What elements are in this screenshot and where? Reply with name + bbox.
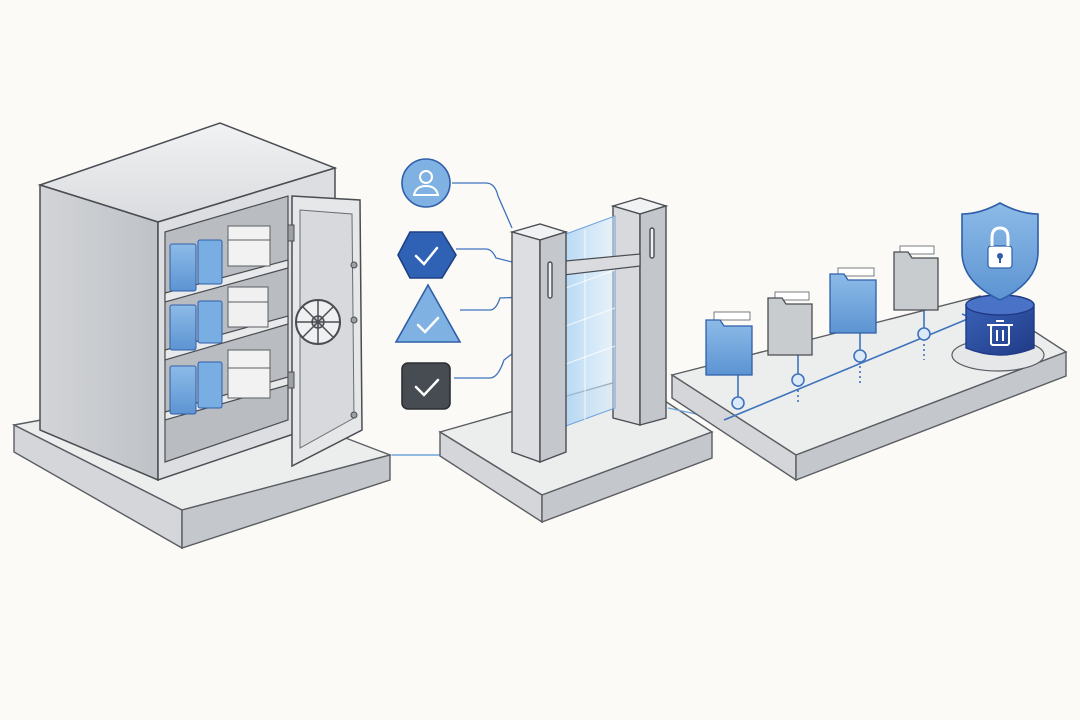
trash-icon bbox=[987, 320, 1013, 346]
trash-base bbox=[965, 304, 1035, 356]
vault-folders bbox=[169, 239, 223, 415]
policy-connectors bbox=[452, 182, 527, 379]
timeline-nodes bbox=[731, 327, 931, 410]
lifecycle-folder-2 bbox=[767, 291, 813, 356]
lifecycle-group bbox=[670, 202, 1068, 482]
check-icon bbox=[414, 246, 439, 266]
check-icon bbox=[416, 316, 440, 334]
vault-dial-icon bbox=[295, 299, 341, 345]
check-icon bbox=[414, 378, 440, 397]
gateway-group bbox=[438, 197, 714, 524]
square-check-badge bbox=[401, 362, 451, 410]
shield-lock-icon bbox=[961, 202, 1039, 301]
lifecycle-end-station bbox=[951, 202, 1045, 372]
user-icon bbox=[412, 170, 440, 196]
lifecycle-folder-3 bbox=[829, 267, 877, 334]
gateway-pillar-left bbox=[509, 223, 569, 464]
vault-side bbox=[39, 183, 159, 482]
lifecycle-folder-4 bbox=[893, 245, 939, 311]
triangle-check-badge bbox=[394, 283, 462, 343]
vault-boxes bbox=[227, 225, 271, 399]
hexagon-check-badge bbox=[397, 231, 457, 279]
user-check-badge bbox=[401, 158, 451, 208]
lifecycle-folder-1 bbox=[705, 311, 753, 376]
gateway-pillar-right bbox=[610, 197, 669, 426]
policy-checks bbox=[394, 158, 529, 410]
vault-group bbox=[11, 122, 393, 550]
